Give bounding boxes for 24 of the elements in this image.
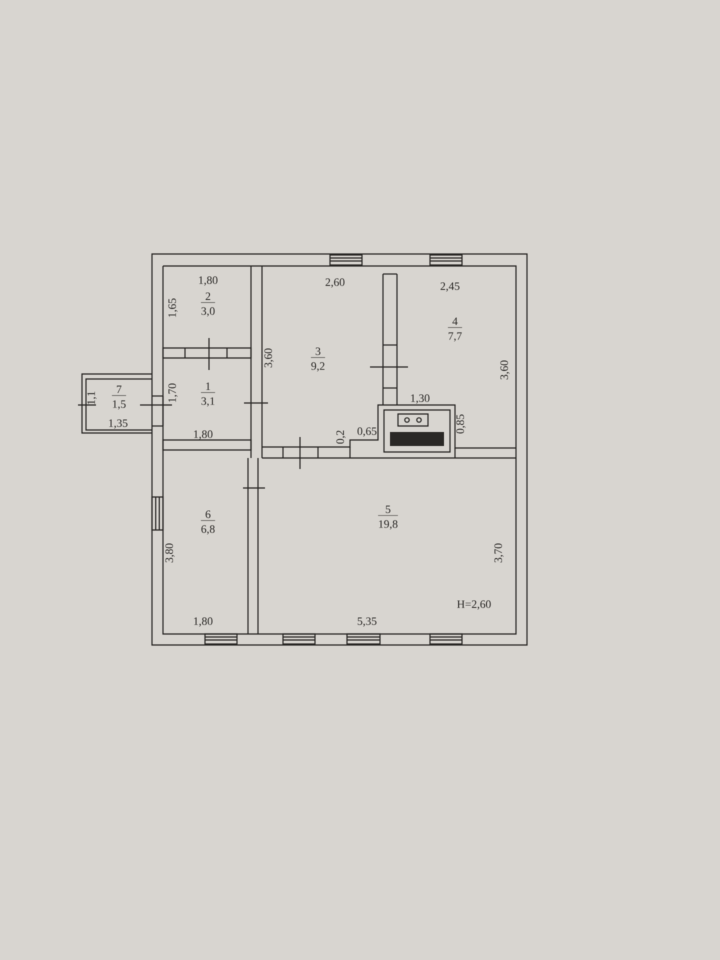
room-area: 7 1,5 — [112, 386, 126, 410]
dimension-label: 3,70 — [494, 544, 504, 562]
dimension-label: 2,60 — [326, 278, 344, 288]
dimension-label: 0,2 — [336, 430, 346, 444]
room-area: 1 3,1 — [200, 382, 216, 407]
room-area: 3 9,2 — [310, 348, 326, 372]
dimension-label: 3,60 — [264, 348, 274, 368]
dimension-label: H=2,60 — [457, 600, 491, 610]
dimension-label: 0,85 — [456, 414, 466, 434]
room-area: 5 19,8 — [378, 506, 398, 530]
dimension-label: 1,80 — [194, 617, 212, 627]
dimension-label: 1,1 — [87, 392, 97, 404]
dimension-label: 1,30 — [411, 394, 430, 404]
dimension-label: 3,80 — [165, 544, 175, 562]
room-area: 2 3,0 — [200, 292, 216, 317]
dimension-label: 1,70 — [168, 384, 178, 402]
dimension-label: 3,60 — [500, 360, 510, 380]
dimension-label: 1,65 — [168, 298, 178, 317]
room-area: 4 7,7 — [448, 318, 462, 342]
dimension-label: 1,80 — [194, 430, 212, 440]
room-area: 6 6,8 — [200, 510, 216, 535]
dimension-label: 5,35 — [358, 617, 376, 627]
dimension-label: 0,65 — [358, 427, 376, 437]
dimension-label: 2,45 — [440, 282, 460, 292]
